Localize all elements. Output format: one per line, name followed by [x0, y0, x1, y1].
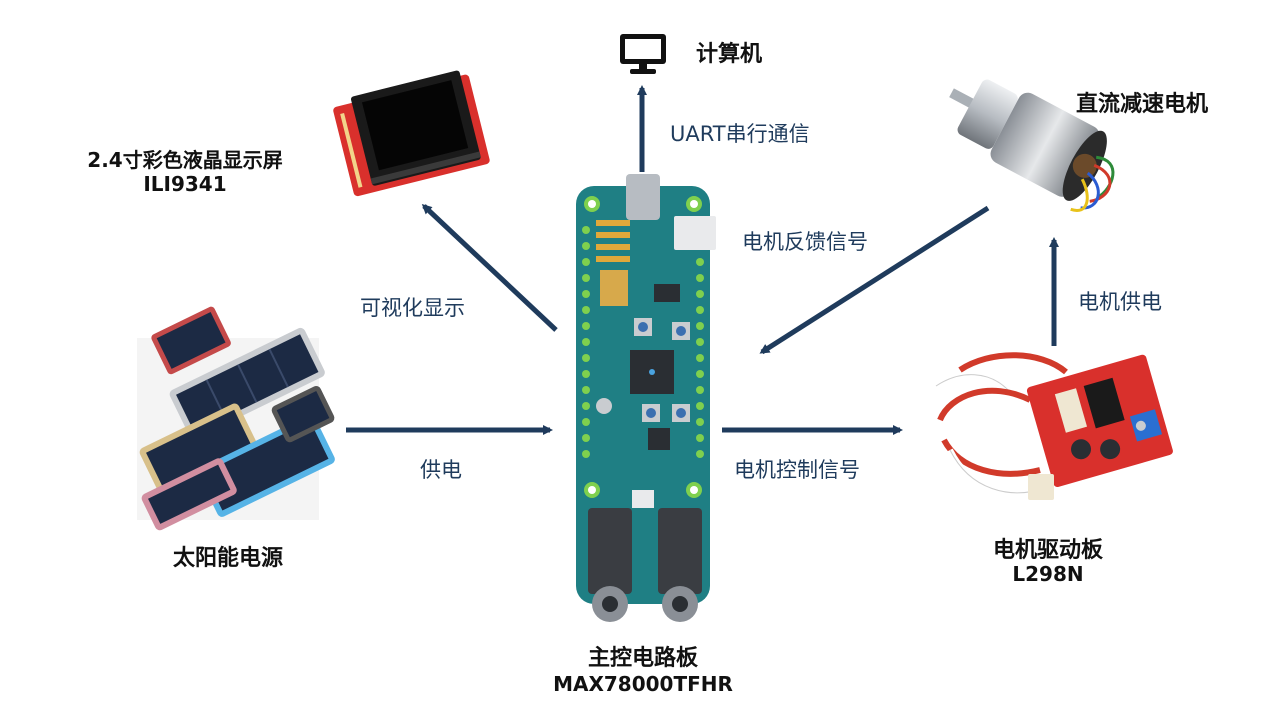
driver-title: 电机驱动板 [992, 538, 1103, 563]
solar-powerbank-image [137, 306, 335, 531]
display-label: 可视化显示 [360, 296, 465, 320]
lcd-module-image [333, 70, 490, 197]
computer-label: 计算机 [696, 42, 763, 67]
power-label: 供电 [420, 458, 462, 482]
monitor-icon [620, 34, 666, 74]
motor-title: 直流减速电机 [1076, 92, 1209, 117]
feedback-label: 电机反馈信号 [742, 230, 868, 254]
solar-title: 太阳能电源 [172, 546, 283, 571]
arrow-display [421, 203, 558, 332]
board-subtitle: MAX78000TFHR [553, 672, 733, 696]
board-title: 主控电路板 [587, 646, 698, 671]
uart-label: UART串行通信 [670, 122, 810, 146]
motor-power-label: 电机供电 [1078, 290, 1162, 314]
lcd-subtitle: ILI9341 [143, 172, 227, 196]
lcd-title: 2.4寸彩色液晶显示屏 [87, 148, 283, 172]
driver-board-image [934, 352, 1173, 500]
driver-subtitle: L298N [1012, 562, 1084, 586]
main-board-image [576, 174, 716, 622]
arrow-feedback [759, 205, 990, 355]
control-label: 电机控制信号 [734, 458, 860, 482]
motor-image [949, 79, 1115, 212]
